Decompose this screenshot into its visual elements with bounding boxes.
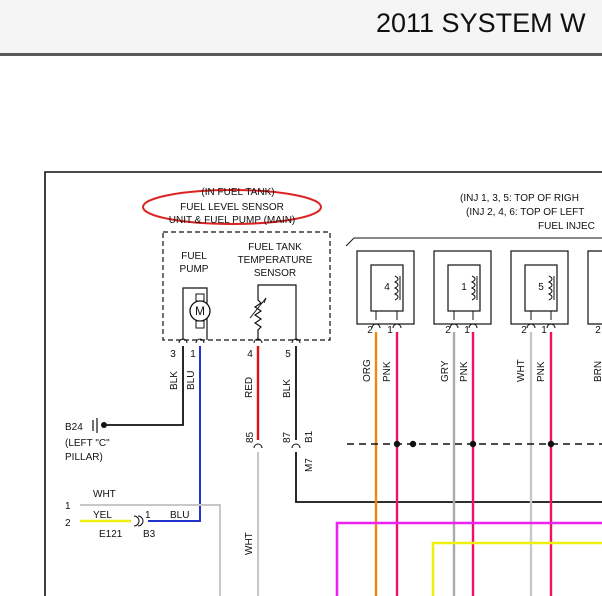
injector-note-line-3: FUEL INJEC: [538, 221, 595, 232]
inj1-pin-1: 1: [464, 325, 470, 336]
m7-pin-85: 85: [245, 431, 256, 443]
wire-wht-e121: [80, 504, 221, 596]
inj4-pin-2: 2: [367, 325, 373, 336]
injector-1: 1: [433, 250, 492, 325]
ground-id: B24: [65, 422, 83, 433]
coil-icon: [547, 275, 553, 301]
e121-out-wire: BLU: [170, 510, 189, 521]
inj1-pin-2: 2: [445, 325, 451, 336]
ground-location-1: (LEFT "C": [65, 438, 110, 449]
e121-row-2-wire: YEL: [93, 510, 112, 521]
motor-symbol: M: [195, 304, 205, 318]
header-divider: [0, 53, 602, 56]
wire-blk-bus: [295, 452, 602, 503]
coil-icon: [393, 275, 399, 301]
m7-connector-b1: B1: [304, 430, 315, 443]
m7-id: M7: [304, 458, 315, 472]
lower-wire-wht-label: WHT: [244, 532, 255, 555]
temp-sensor-label-3: SENSOR: [254, 268, 296, 279]
inj1-wire-gry-label: GRY: [440, 360, 451, 382]
e121-pin-1: 1: [145, 510, 151, 521]
e121-connector-marks: [133, 515, 144, 527]
temp-sensor-label-2: TEMPERATURE: [238, 255, 313, 266]
thermistor-icon: [249, 284, 297, 340]
inj1-wire-pnk-label: PNK: [459, 361, 470, 382]
e121-id: E121: [99, 529, 123, 540]
diagram-frame: [44, 171, 602, 596]
wire-yellow-lower: [431, 541, 602, 596]
coil-icon: [470, 275, 476, 301]
injector-note-line-1: (INJ 1, 3, 5: TOP OF RIGH: [460, 193, 579, 204]
inj4-pin-1: 1: [387, 325, 393, 336]
e121-connector-b3: B3: [143, 529, 156, 540]
pump-pin-1: 1: [190, 349, 196, 360]
injector-5: 5: [510, 250, 569, 325]
inj6-pin-2: 2: [595, 325, 601, 336]
e121-row-1-wire: WHT: [93, 489, 116, 500]
unit-connector-marks: [178, 338, 301, 344]
fuel-pump-label-2: PUMP: [180, 264, 209, 275]
page-title: 2011 SYSTEM W: [376, 8, 586, 38]
ground-icon: [92, 418, 107, 433]
inj5-pin-1: 1: [541, 325, 547, 336]
pump-wire-blu-label: BLU: [186, 371, 197, 390]
inj5-pin-2: 2: [521, 325, 527, 336]
unit-subname-label: UNIT & FUEL PUMP (MAIN): [169, 215, 296, 226]
wire-magenta-lower: [335, 521, 602, 596]
inj5-wire-pnk-label: PNK: [536, 361, 547, 382]
sensor-wire-red-label: RED: [244, 377, 255, 398]
unit-dashed-box: [162, 231, 331, 341]
temp-sensor-label-1: FUEL TANK: [248, 242, 302, 253]
unit-name-label: FUEL LEVEL SENSOR: [180, 202, 284, 213]
injector-connector-marks: [371, 323, 556, 329]
injector-bracket: [345, 237, 602, 247]
sensor-pin-5: 5: [285, 349, 291, 360]
inj4-wire-org-label: ORG: [362, 359, 373, 382]
injector-partial: [587, 250, 602, 325]
document-header: 2011 SYSTEM W: [0, 0, 602, 53]
fuel-pump-motor: M: [182, 287, 211, 340]
wire-blu: [148, 346, 201, 522]
e121-row-1-num: 1: [65, 501, 71, 512]
inj6-wire-brn-label: BRN: [593, 361, 602, 382]
injector-5-number: 5: [538, 282, 544, 293]
m7-pin-87: 87: [282, 431, 293, 443]
sensor-pin-4: 4: [247, 349, 253, 360]
pump-pin-3: 3: [170, 349, 176, 360]
motor-icon: [189, 300, 211, 322]
wire-blk-ground: [107, 346, 184, 426]
injector-note-line-2: (INJ 2, 4, 6: TOP OF LEFT: [466, 207, 584, 218]
injector-4-number: 4: [384, 282, 390, 293]
unit-location-label: (IN FUEL TANK): [201, 187, 274, 198]
pump-wire-blk-label: BLK: [169, 371, 180, 390]
injector-4: 4: [356, 250, 415, 325]
ground-location-2: PILLAR): [65, 452, 103, 463]
sensor-wire-blk-label: BLK: [282, 379, 293, 398]
bus-junctions: [393, 440, 555, 448]
inj5-wire-wht-label: WHT: [516, 359, 527, 382]
e121-row-2-num: 2: [65, 518, 71, 529]
highlight-ellipse: [142, 189, 322, 225]
m7-connector-marks: [253, 443, 301, 449]
injector-1-number: 1: [461, 282, 467, 293]
inj4-wire-pnk-label: PNK: [382, 361, 393, 382]
fuel-pump-label-1: FUEL: [181, 251, 207, 262]
